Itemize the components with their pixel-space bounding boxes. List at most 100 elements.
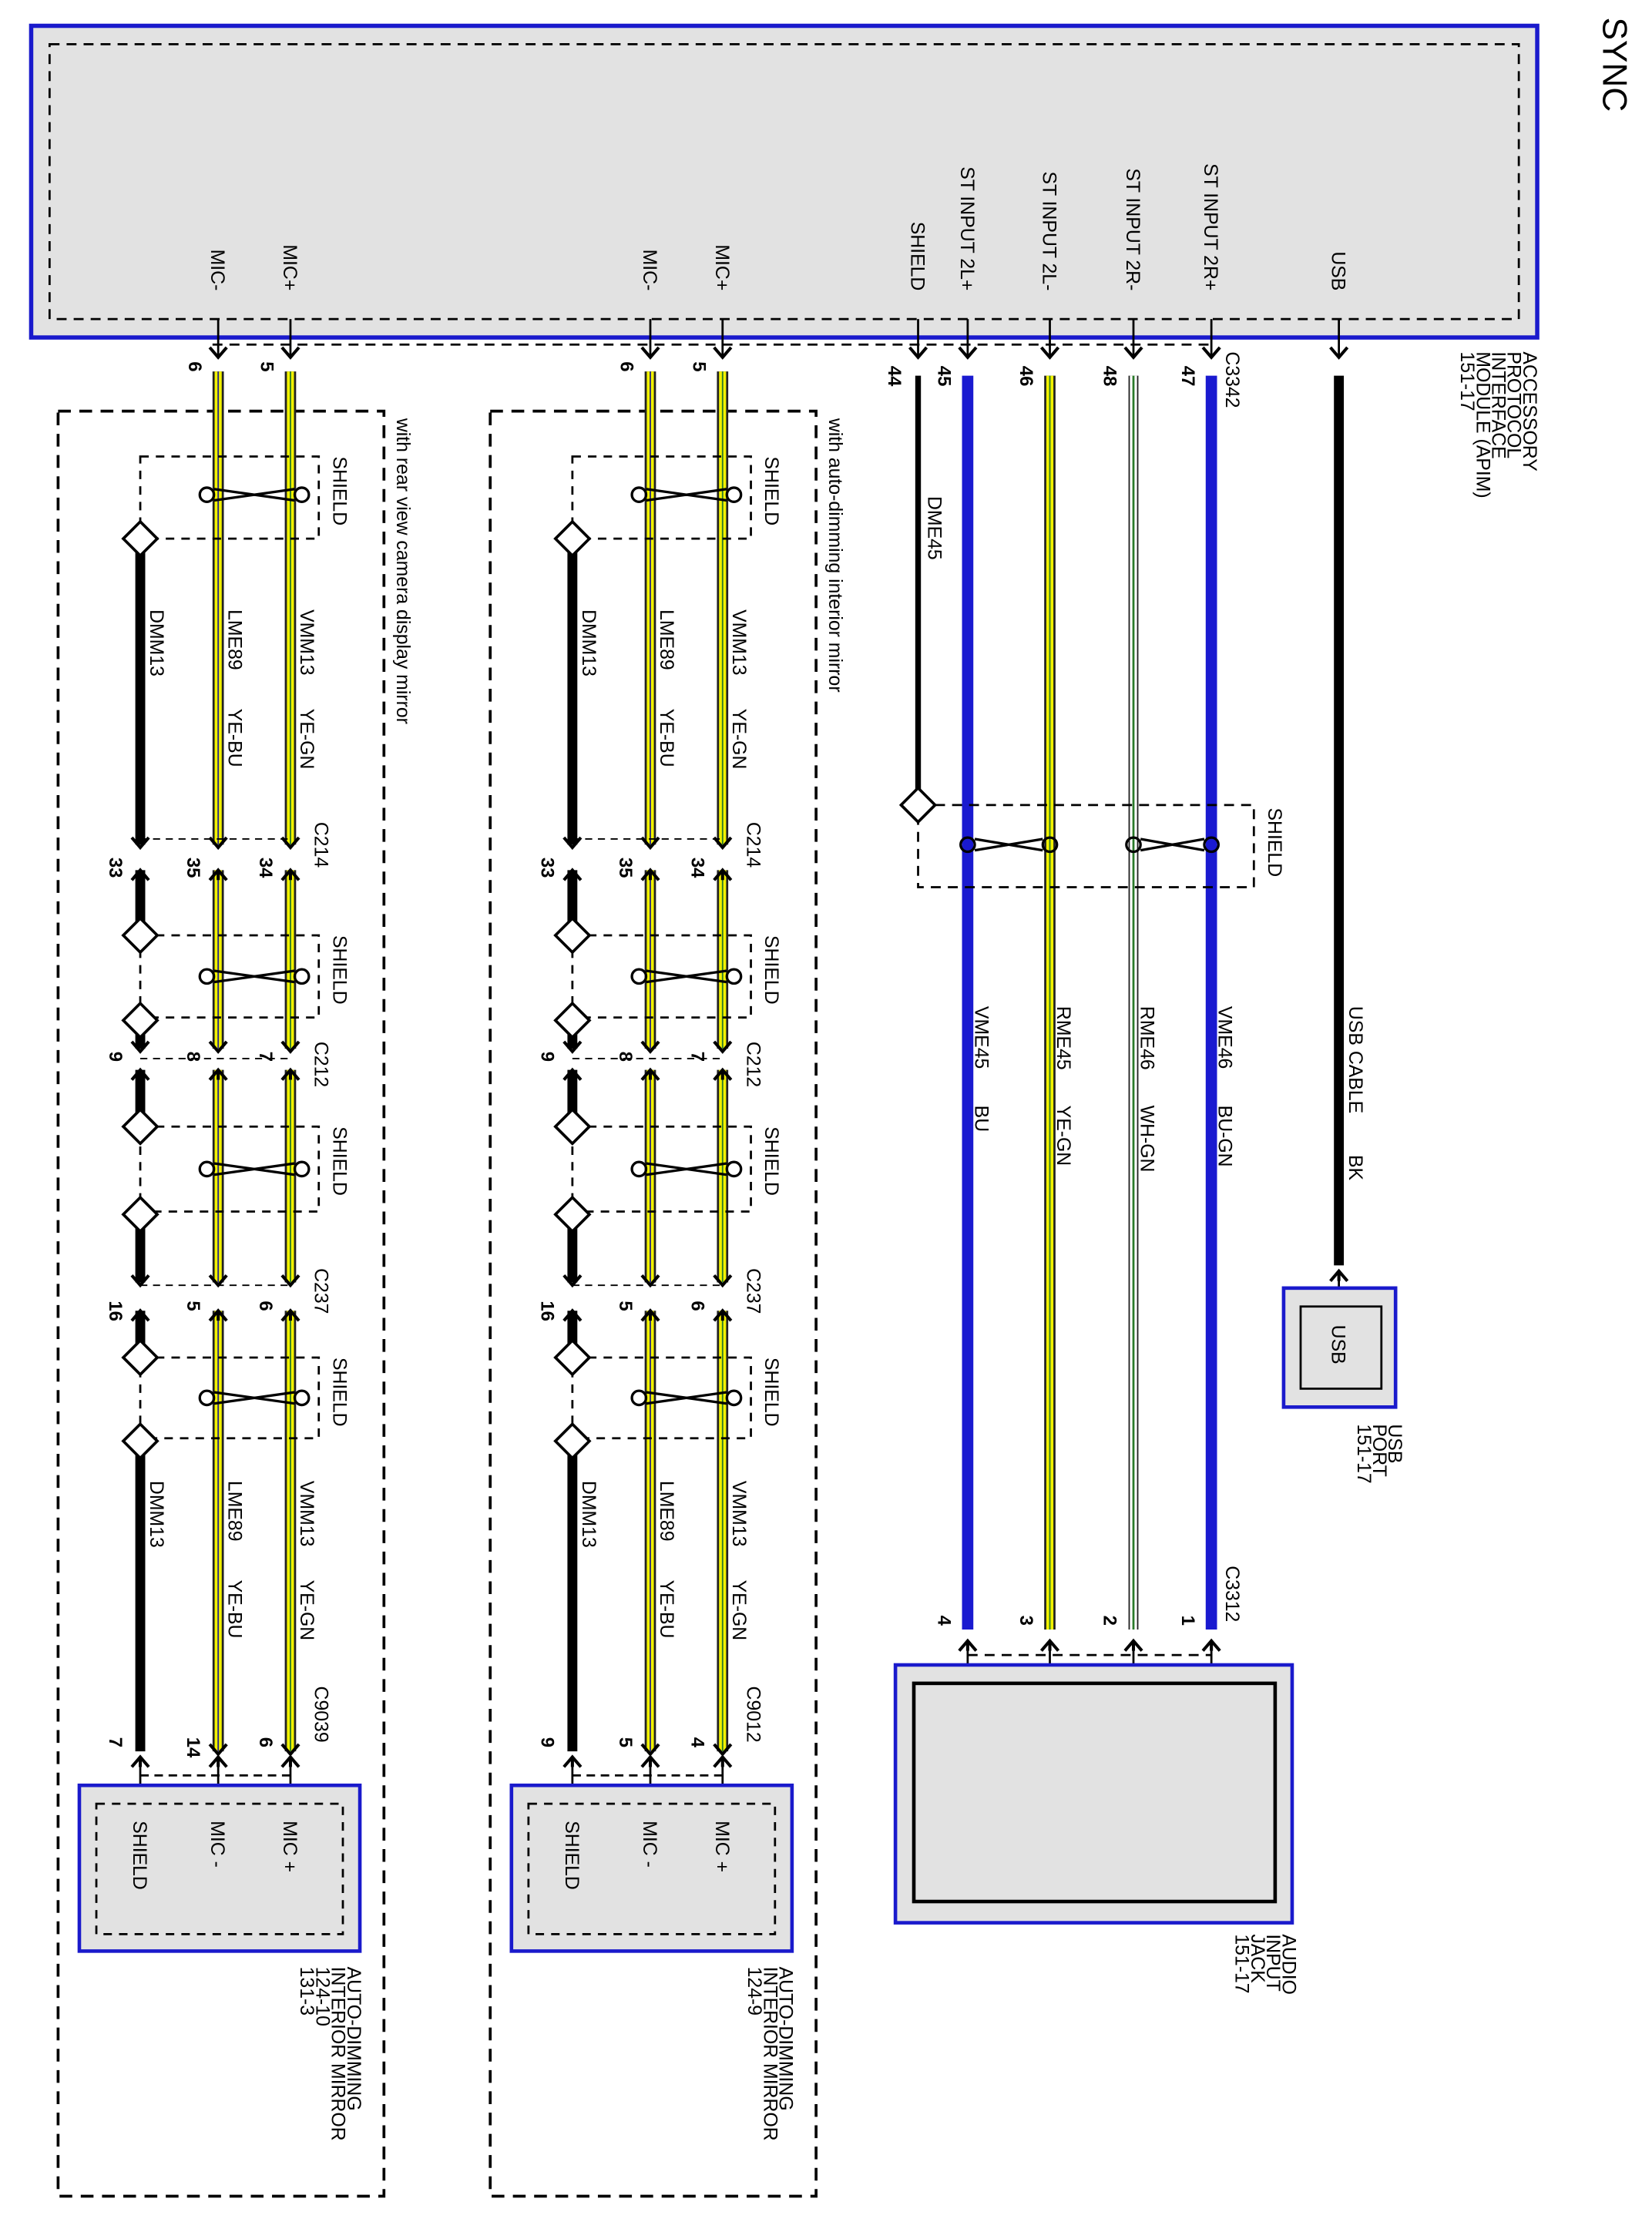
pin-number: 47 bbox=[1177, 366, 1198, 387]
mirror-pin-label: SHIELD bbox=[129, 1821, 149, 1890]
end-connector: C9012 bbox=[742, 1687, 763, 1743]
shield-label: SHIELD bbox=[1264, 808, 1284, 878]
connector-arrow-icon bbox=[130, 1067, 150, 1081]
pin-number: 9 bbox=[537, 1737, 558, 1747]
pin-number: 8 bbox=[615, 1052, 636, 1062]
option-label: with auto-dimming interior mirror bbox=[824, 418, 845, 693]
mirror-inner-box bbox=[527, 1802, 777, 1935]
connector-arrow-icon bbox=[208, 1308, 228, 1322]
module-pin-label: MIC- bbox=[639, 250, 660, 291]
module-pin-label: ST INPUT 2R- bbox=[1122, 168, 1143, 290]
connector-arrow-icon bbox=[908, 346, 928, 360]
twist-end-icon bbox=[293, 486, 311, 503]
connector-arrow-icon bbox=[713, 1308, 733, 1322]
wire-circuit-label: VMM13 bbox=[296, 609, 317, 675]
wire-circuit-label: VME46 bbox=[1214, 1006, 1235, 1069]
connector-arrow-icon bbox=[1039, 346, 1060, 360]
twist-end-icon bbox=[198, 1389, 216, 1407]
connector-arrow-icon bbox=[640, 1040, 660, 1054]
connector-arrow-icon bbox=[280, 1308, 301, 1322]
connector-arrow-icon bbox=[713, 346, 733, 360]
wire-circuit-label: LME89 bbox=[223, 609, 244, 670]
mirror-name: AUTO-DIMMING bbox=[775, 1967, 796, 2111]
inline-connector: C237 bbox=[742, 1268, 763, 1314]
pin-number: 6 bbox=[255, 1301, 276, 1311]
connector-arrow-icon bbox=[208, 1743, 228, 1757]
connector-arrow-icon bbox=[208, 1040, 228, 1054]
usb-cable-color: BK bbox=[1345, 1155, 1365, 1181]
audio-jack-name: JACK bbox=[1247, 1934, 1268, 1983]
connector-arrow-icon bbox=[640, 836, 660, 851]
module-name: 151-17 bbox=[1456, 351, 1477, 411]
wire-color-label: YE-BU bbox=[223, 709, 244, 767]
connector-arrow-icon bbox=[713, 1743, 733, 1757]
pin-number: 4 bbox=[934, 1616, 955, 1626]
connector-arrow-icon bbox=[562, 1040, 583, 1054]
mirror-box bbox=[509, 1783, 794, 1953]
twist-end-icon bbox=[725, 968, 743, 985]
connector-arrow-icon bbox=[713, 1274, 733, 1288]
shield-ground-diamond-icon bbox=[121, 519, 159, 558]
connector-arrow-icon bbox=[208, 836, 228, 851]
pin-number: 6 bbox=[255, 1737, 276, 1747]
twist-end-icon bbox=[725, 1389, 743, 1407]
pin-number: 5 bbox=[615, 1737, 636, 1747]
module-box bbox=[29, 23, 1540, 340]
mirror-pin-label: SHIELD bbox=[561, 1821, 582, 1890]
mirror-inner-box bbox=[95, 1802, 344, 1935]
pin-number: 45 bbox=[934, 366, 955, 387]
twist-icon bbox=[213, 1162, 295, 1176]
shield-label: SHIELD bbox=[328, 456, 349, 525]
pin-number: 16 bbox=[537, 1301, 558, 1321]
twist-end-icon bbox=[630, 968, 648, 985]
usb-port-label: USB bbox=[1328, 1325, 1348, 1364]
twist-icon bbox=[213, 969, 295, 984]
option-box bbox=[56, 409, 386, 2198]
connector-arrow-icon bbox=[130, 868, 150, 881]
twist-icon bbox=[1140, 837, 1205, 852]
wire-circuit-label: LME89 bbox=[223, 1481, 244, 1542]
pin-number: 8 bbox=[183, 1052, 203, 1062]
connector-arrow-icon bbox=[280, 1067, 301, 1081]
twist-end-icon bbox=[198, 1160, 216, 1178]
module-pin-label: MIC+ bbox=[279, 244, 300, 290]
wire-circuit-label: VMM13 bbox=[296, 1481, 317, 1547]
mirror-section: with auto-dimming interior mirror56SHIEL… bbox=[489, 361, 845, 2198]
twist-icon bbox=[646, 1162, 727, 1176]
connector-arrow-icon bbox=[1329, 346, 1349, 360]
pin-number: 4 bbox=[687, 1737, 708, 1748]
connector-arrow-icon bbox=[562, 1308, 583, 1322]
wire-color-label: YE-GN bbox=[728, 1580, 749, 1641]
shield-ground-diamond-icon bbox=[898, 786, 938, 824]
inline-connector: C214 bbox=[742, 822, 763, 868]
pin-number: 9 bbox=[537, 1052, 558, 1062]
pin-number: 44 bbox=[884, 366, 905, 387]
connector-arrow-icon bbox=[713, 836, 733, 851]
wire-color-label: YE-GN bbox=[728, 709, 749, 770]
inline-connector: C214 bbox=[310, 822, 331, 868]
connector-arrow-icon bbox=[713, 1067, 733, 1081]
wire-color-label: YE-BU bbox=[223, 1580, 244, 1639]
module-pin-label: USB bbox=[1328, 251, 1348, 290]
twist-end-icon bbox=[1203, 836, 1220, 854]
twist-end-icon bbox=[198, 486, 216, 503]
module-name: PROTOCOL bbox=[1503, 351, 1524, 458]
mirror-name: 124-10 bbox=[311, 1967, 332, 2026]
mirror-name: 131-3 bbox=[296, 1967, 317, 2016]
mirror-name: 124-9 bbox=[744, 1967, 764, 2016]
connector-arrow-icon bbox=[958, 346, 978, 360]
connector-arrow-icon bbox=[640, 868, 660, 881]
pin-number: 9 bbox=[105, 1052, 126, 1062]
shield-box bbox=[571, 1356, 752, 1440]
connector-arrow-icon bbox=[640, 1308, 660, 1322]
module-pin-label: ST INPUT 2L+ bbox=[956, 166, 977, 290]
shield-box bbox=[139, 1125, 321, 1213]
pin-number: 5 bbox=[183, 1301, 203, 1311]
wire-circuit-label: VMM13 bbox=[728, 1481, 749, 1547]
wire-circuit-label: LME89 bbox=[656, 609, 677, 670]
end-connector: C9039 bbox=[310, 1687, 331, 1743]
connector-arrow-icon bbox=[640, 1067, 660, 1081]
